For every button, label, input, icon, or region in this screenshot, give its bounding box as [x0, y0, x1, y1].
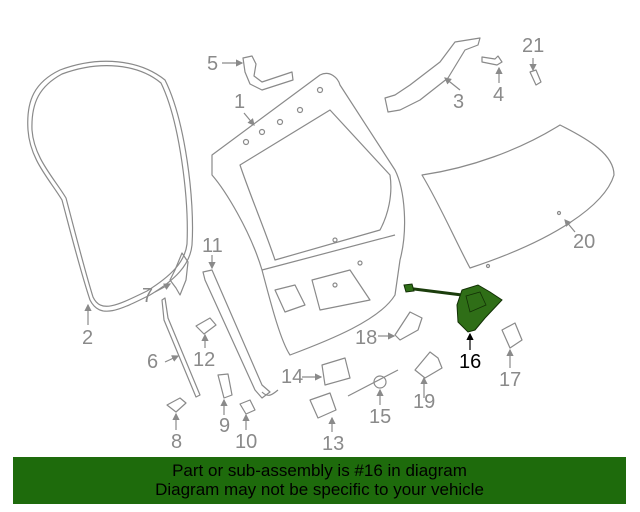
stopper-part[interactable]	[529, 58, 542, 86]
callout-16[interactable]: 16	[459, 351, 482, 373]
bracket-3-part[interactable]	[384, 37, 481, 113]
info-banner: Part or sub-assembly is #16 in diagram D…	[13, 457, 626, 504]
lift-support-part[interactable]	[161, 297, 201, 398]
callout-12[interactable]: 12	[193, 349, 216, 371]
callout-1[interactable]: 1	[234, 91, 246, 113]
ball-stud-8-part[interactable]	[166, 397, 187, 430]
glass-part[interactable]	[421, 124, 615, 269]
hinge-part[interactable]	[222, 55, 294, 91]
callout-17[interactable]: 17	[499, 369, 522, 391]
callout-7[interactable]: 7	[142, 285, 154, 307]
clip-part[interactable]	[239, 399, 256, 430]
callout-20[interactable]: 20	[573, 231, 596, 253]
cable-part[interactable]	[347, 369, 399, 405]
parts-diagram	[27, 37, 615, 432]
bumper-part[interactable]	[217, 373, 233, 415]
handle-part[interactable]	[414, 351, 443, 398]
bracket-13-part[interactable]	[309, 392, 337, 432]
callout-2[interactable]: 2	[82, 327, 94, 349]
callout-11[interactable]: 11	[202, 235, 223, 257]
banner-line-1: Part or sub-assembly is #16 in diagram	[172, 461, 467, 480]
screw-part[interactable]	[481, 55, 503, 83]
striker-part[interactable]	[501, 322, 523, 368]
callout-10[interactable]: 10	[235, 431, 258, 453]
callout-21[interactable]: 21	[522, 35, 545, 57]
callout-4[interactable]: 4	[493, 84, 505, 106]
power-strut-part[interactable]	[202, 255, 279, 399]
ball-stud-12-part[interactable]	[195, 317, 217, 348]
actuator-part[interactable]	[302, 357, 351, 386]
callout-6[interactable]: 6	[147, 351, 159, 373]
switch-part[interactable]	[378, 311, 423, 341]
weatherstrip-part[interactable]	[27, 60, 194, 325]
callout-14[interactable]: 14	[281, 366, 304, 388]
callout-15[interactable]: 15	[369, 406, 392, 428]
callout-18[interactable]: 18	[355, 327, 378, 349]
callout-3[interactable]: 3	[453, 91, 465, 113]
bracket-7-part[interactable]	[154, 252, 189, 296]
callout-13[interactable]: 13	[322, 433, 345, 455]
callout-8[interactable]: 8	[171, 431, 183, 453]
latch-part-highlighted[interactable]	[403, 283, 503, 350]
liftgate-part[interactable]	[211, 72, 406, 356]
callout-9[interactable]: 9	[219, 415, 231, 437]
callout-5[interactable]: 5	[207, 53, 219, 75]
banner-line-2: Diagram may not be specific to your vehi…	[155, 480, 484, 499]
callout-19[interactable]: 19	[413, 391, 436, 413]
